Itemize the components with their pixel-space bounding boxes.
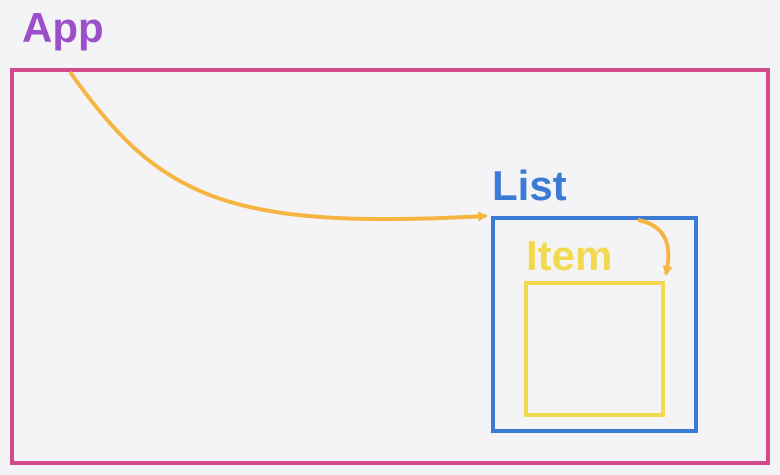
- item-label: Item: [526, 232, 612, 279]
- app-label: App: [22, 4, 104, 51]
- app-container: [10, 68, 770, 465]
- list-label: List: [492, 162, 567, 209]
- list-container: [491, 216, 698, 433]
- item-container: [524, 281, 665, 417]
- app-to-list-arrow: [68, 70, 488, 222]
- list-to-item-arrow: [637, 218, 673, 276]
